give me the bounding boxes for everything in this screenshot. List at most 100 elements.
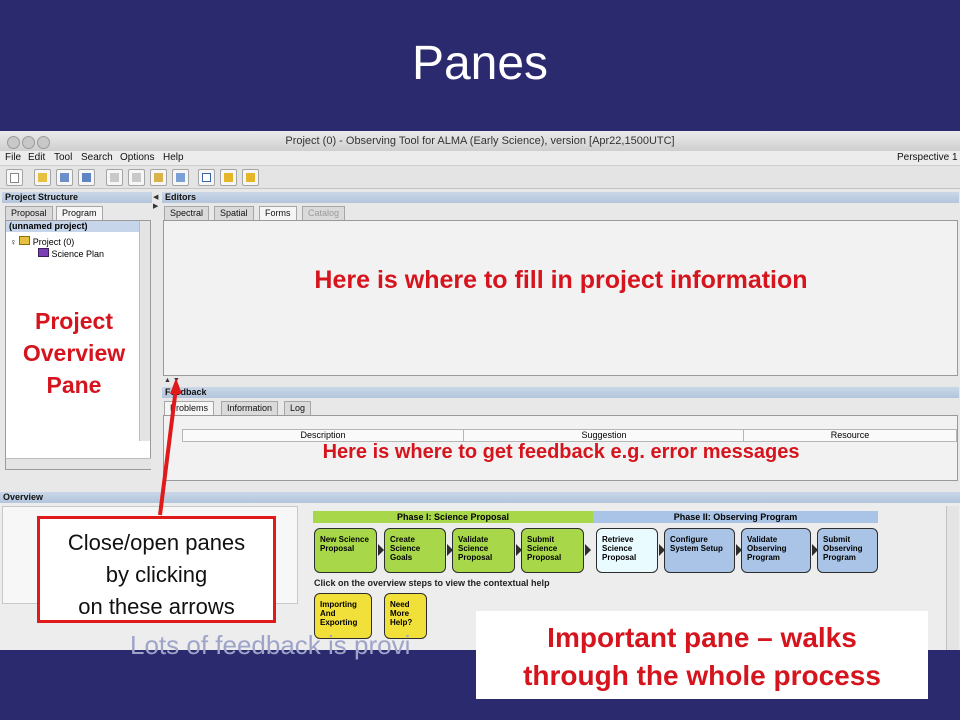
collapse-left-arrows[interactable]: ◀▶ xyxy=(153,194,159,210)
tree-item-project-label: Project (0) xyxy=(32,237,75,247)
editors-header: Editors xyxy=(162,192,959,203)
tab-log[interactable]: Log xyxy=(284,401,312,415)
flow-arrow-icon xyxy=(659,544,665,556)
phase2-header: Phase II: Observing Program xyxy=(593,511,878,523)
zoom-window-button[interactable] xyxy=(37,136,50,149)
cut-button[interactable] xyxy=(106,169,123,186)
feedback-annotation: Here is where to get feedback e.g. error… xyxy=(322,441,800,463)
tab-catalog[interactable]: Catalog xyxy=(302,206,346,220)
tab-program[interactable]: Program xyxy=(56,206,103,220)
overview-callout: Important pane – walks through the whole… xyxy=(476,611,928,699)
tools-button[interactable] xyxy=(150,169,167,186)
menu-help[interactable]: Help xyxy=(163,152,184,163)
sort-icon xyxy=(176,173,185,182)
minimize-window-button[interactable] xyxy=(22,136,35,149)
back-button[interactable] xyxy=(220,169,237,186)
overview-callout-line: through the whole process xyxy=(523,660,881,691)
validate-button[interactable] xyxy=(198,169,215,186)
step-need-more-help[interactable]: Need More Help? xyxy=(384,593,427,639)
close-window-button[interactable] xyxy=(7,136,20,149)
arrows-callout: Close/open panes by clicking on these ar… xyxy=(37,516,276,623)
tab-problems[interactable]: Problems xyxy=(164,401,215,415)
flow-arrow-icon xyxy=(447,544,453,556)
flow-arrow-icon xyxy=(812,544,818,556)
checkbox-icon xyxy=(202,173,211,182)
overview-hint: Click on the overview steps to view the … xyxy=(314,578,550,588)
forward-button[interactable] xyxy=(242,169,259,186)
toolbar xyxy=(0,166,960,189)
flow-arrow-icon xyxy=(378,544,384,556)
step-submit-science-proposal[interactable]: Submit Science Proposal xyxy=(521,528,584,573)
feedback-table-header: Description Suggestion Resource xyxy=(182,429,957,442)
window-titlebar: Project (0) - Observing Tool for ALMA (E… xyxy=(0,131,960,152)
step-configure-system-setup[interactable]: Configure System Setup xyxy=(664,528,735,573)
flow-arrow-icon xyxy=(736,544,742,556)
menu-file[interactable]: File xyxy=(5,152,22,163)
tree-horizontal-scrollbar[interactable] xyxy=(6,458,151,469)
arrows-callout-line: by clicking xyxy=(105,562,208,587)
save-icon xyxy=(60,173,69,182)
wand-icon xyxy=(154,173,163,182)
editors-content xyxy=(163,220,958,376)
phase1-header: Phase I: Science Proposal xyxy=(313,511,593,523)
copy-icon xyxy=(132,173,141,182)
sort-button[interactable] xyxy=(172,169,189,186)
selected-project-row[interactable]: (unnamed project) xyxy=(6,221,150,232)
folder-icon xyxy=(19,236,31,245)
overview-header: Overview xyxy=(0,492,960,503)
overview-scrollbar[interactable] xyxy=(946,506,959,650)
step-validate-science-proposal[interactable]: Validate Science Proposal xyxy=(452,528,515,573)
step-retrieve-science-proposal[interactable]: Retrieve Science Proposal xyxy=(596,528,658,573)
menu-edit[interactable]: Edit xyxy=(28,152,46,163)
step-new-science-proposal[interactable]: New Science Proposal xyxy=(314,528,377,573)
arrow-right-icon xyxy=(246,173,255,182)
tree-toggle-icon[interactable]: ♀ xyxy=(10,237,17,247)
open-project-button[interactable] xyxy=(34,169,51,186)
editors-pane: Editors Spectral Spatial Forms Catalog xyxy=(162,192,959,378)
tab-information[interactable]: Information xyxy=(221,401,279,415)
feedback-content: Description Suggestion Resource xyxy=(163,415,958,481)
tab-proposal[interactable]: Proposal xyxy=(5,206,53,220)
project-tree: (unnamed project) ♀ Project (0) Science … xyxy=(5,220,151,470)
menu-options[interactable]: Options xyxy=(120,152,155,163)
project-pane-annotation: Project Overview Pane xyxy=(4,305,144,401)
tab-forms[interactable]: Forms xyxy=(259,206,297,220)
tab-spectral[interactable]: Spectral xyxy=(164,206,210,220)
new-document-icon xyxy=(10,173,19,183)
project-structure-pane: Project Structure Proposal Program (unna… xyxy=(2,192,152,482)
tab-spatial[interactable]: Spatial xyxy=(214,206,254,220)
copy-button[interactable] xyxy=(128,169,145,186)
new-document-button[interactable] xyxy=(6,169,23,186)
project-pane-annotation-line: Project xyxy=(35,308,113,334)
perspective-selector[interactable]: Perspective 1 xyxy=(897,152,958,163)
export-button[interactable] xyxy=(78,169,95,186)
arrows-callout-line: on these arrows xyxy=(78,594,235,619)
tree-item-science-plan-label: Science Plan xyxy=(51,249,105,259)
save-button[interactable] xyxy=(56,169,73,186)
column-resource[interactable]: Resource xyxy=(743,430,956,441)
column-suggestion[interactable]: Suggestion xyxy=(463,430,744,441)
step-create-science-goals[interactable]: Create Science Goals xyxy=(384,528,446,573)
arrow-left-icon xyxy=(224,173,233,182)
menu-tool[interactable]: Tool xyxy=(54,152,73,163)
tree-item-science-plan[interactable]: Science Plan xyxy=(38,248,104,259)
step-submit-observing-program[interactable]: Submit Observing Program xyxy=(817,528,878,573)
step-importing-and-exporting[interactable]: Importing And Exporting xyxy=(314,593,372,639)
slide-title: Panes xyxy=(411,37,549,90)
step-validate-observing-program[interactable]: Validate Observing Program xyxy=(741,528,811,573)
menu-bar: File Edit Tool Search Options Help Persp… xyxy=(0,151,960,166)
overview-callout-line: Important pane – walks xyxy=(547,622,857,653)
tree-item-project[interactable]: ♀ Project (0) xyxy=(10,236,74,247)
feedback-header: Feedback xyxy=(162,387,959,398)
export-icon xyxy=(82,173,91,182)
editors-annotation: Here is where to fill in project informa… xyxy=(314,266,808,294)
column-description[interactable]: Description xyxy=(300,430,346,440)
tree-vertical-scrollbar[interactable] xyxy=(139,221,150,441)
slide-bottom-text: Lots of feedback is provi xyxy=(130,630,411,660)
cut-icon xyxy=(110,173,119,182)
window-title: Project (0) - Observing Tool for ALMA (E… xyxy=(285,135,675,147)
project-pane-annotation-line: Pane xyxy=(46,372,102,398)
menu-search[interactable]: Search xyxy=(81,152,113,163)
pane-toggle-arrows[interactable]: ▲ ▼ xyxy=(164,377,180,384)
project-pane-annotation-line: Overview xyxy=(22,340,126,366)
